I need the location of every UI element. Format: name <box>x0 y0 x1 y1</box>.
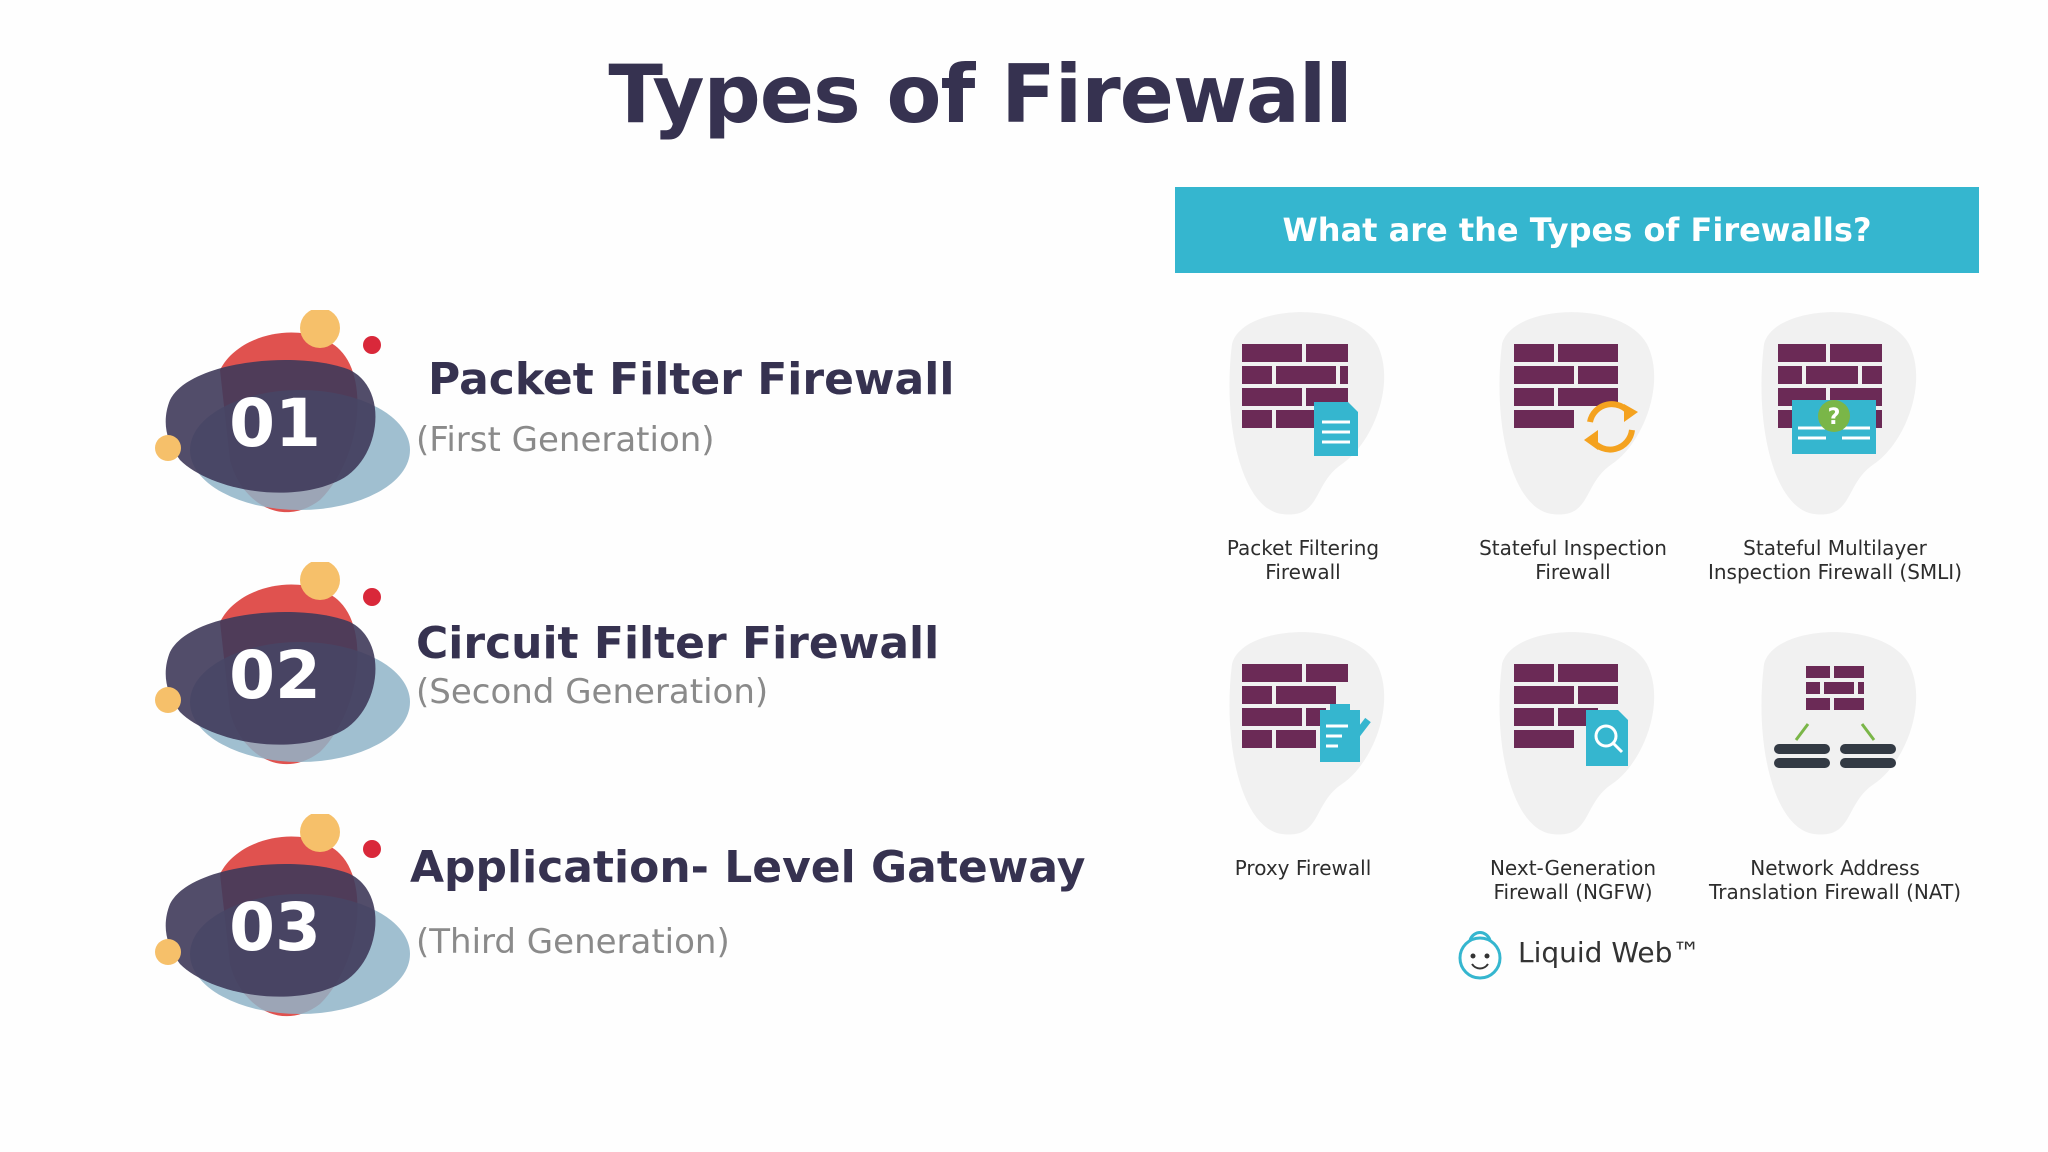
type-label: Next-Generation Firewall (NGFW) <box>1489 856 1657 904</box>
brand-name: Liquid Web™ <box>1518 936 1701 969</box>
firewall-item-1: 01 Packet Filter Firewall (First Generat… <box>150 310 1050 530</box>
firewall-item-2: 02 Circuit Filter Firewall (Second Gener… <box>150 562 1050 782</box>
item-subtitle: (Second Generation) <box>416 672 769 712</box>
type-card-smli: ? Stateful Multilayer Inspection Firewal… <box>1704 304 1966 604</box>
page-title: Types of Firewall <box>608 48 1352 141</box>
item-subtitle: (First Generation) <box>416 420 715 460</box>
item-subtitle: (Third Generation) <box>416 922 730 962</box>
item-number: 03 <box>229 889 321 966</box>
number-badge-blob <box>155 814 410 1017</box>
type-label: Packet Filtering Firewall <box>1226 536 1380 584</box>
type-card-stateful-inspection: Stateful Inspection Firewall <box>1442 304 1704 604</box>
brick-wall-servers-icon <box>1761 632 1917 835</box>
liquid-web-mascot-icon <box>1458 931 1502 980</box>
liquid-web-logo: Liquid Web™ <box>1452 926 1712 986</box>
type-label: Stateful Multilayer Inspection Firewall … <box>1707 536 1963 584</box>
brick-wall-refresh-icon <box>1499 312 1655 515</box>
type-label: Network Address Translation Firewall (NA… <box>1708 856 1962 904</box>
brick-wall-search-icon <box>1499 632 1655 835</box>
firewall-item-3: 03 Application- Level Gateway (Third Gen… <box>150 814 1085 1034</box>
type-label: Stateful Inspection Firewall <box>1479 536 1667 584</box>
brick-wall-clipboard-icon <box>1229 632 1385 835</box>
item-title: Packet Filter Firewall <box>428 354 955 405</box>
type-card-proxy: Proxy Firewall <box>1172 624 1434 924</box>
type-label: Proxy Firewall <box>1234 856 1372 880</box>
item-title: Circuit Filter Firewall <box>416 618 940 669</box>
type-card-packet-filtering: Packet Filtering Firewall <box>1172 304 1434 604</box>
type-card-ngfw: Next-Generation Firewall (NGFW) <box>1442 624 1704 924</box>
item-number: 01 <box>229 385 321 462</box>
type-card-nat: Network Address Translation Firewall (NA… <box>1704 624 1966 924</box>
number-badge-blob <box>155 562 410 765</box>
item-title: Application- Level Gateway <box>410 842 1086 893</box>
brick-wall-question-icon: ? <box>1761 312 1917 515</box>
brick-wall-document-icon <box>1229 312 1385 515</box>
infographic-header: What are the Types of Firewalls? <box>1175 187 1979 273</box>
firewall-types-infographic: What are the Types of Firewalls? Packet … <box>1172 186 1980 1006</box>
svg-text:?: ? <box>1828 405 1841 430</box>
number-badge-blob <box>155 310 410 513</box>
item-number: 02 <box>229 637 321 714</box>
